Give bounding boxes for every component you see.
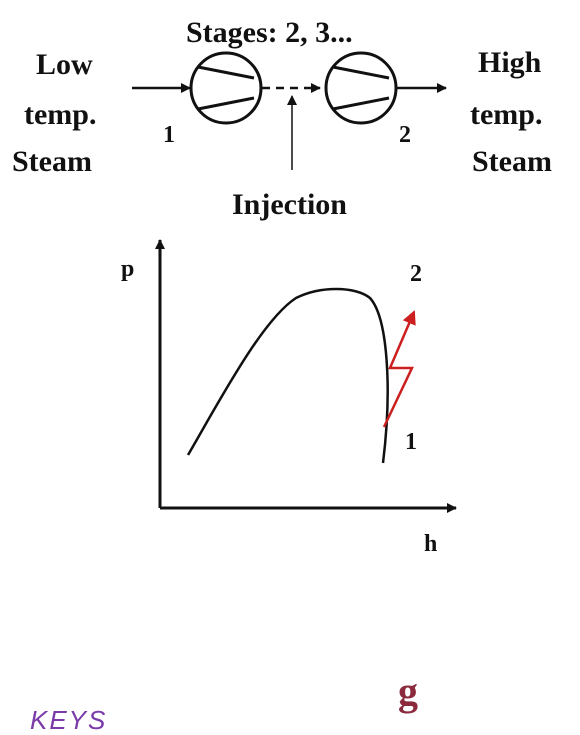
inlet-label-line-1: Low: [36, 48, 93, 81]
outlet-point-label: 2: [399, 122, 411, 148]
p-axis-label: p: [121, 256, 134, 282]
h-axis-label: h: [424, 531, 437, 557]
outlet-label: High temp. Steam: [470, 46, 552, 178]
stages-label: Stages: 2, 3...: [186, 16, 353, 49]
outlet-label-line-2: temp.: [470, 98, 542, 131]
ph-end-point-label: 2: [410, 261, 422, 287]
footer-keys-text: KEYS: [30, 705, 108, 735]
compressor-stage-1-icon: [189, 51, 263, 125]
compressor-stage-2-icon: [324, 51, 398, 125]
inlet-label-line-2: temp.: [24, 98, 96, 131]
saturation-dome: [186, 287, 389, 464]
footer-logo-mark: g: [398, 669, 418, 714]
inlet-point-label: 1: [163, 122, 175, 148]
compression-path: [382, 310, 416, 428]
outlet-label-line-3: Steam: [472, 145, 552, 178]
inlet-label: Low temp. Steam: [12, 48, 96, 178]
ph-start-point-label: 1: [405, 429, 417, 455]
injection-label: Injection: [232, 188, 347, 221]
outlet-label-line-1: High: [478, 46, 542, 79]
inlet-label-line-3: Steam: [12, 145, 92, 178]
